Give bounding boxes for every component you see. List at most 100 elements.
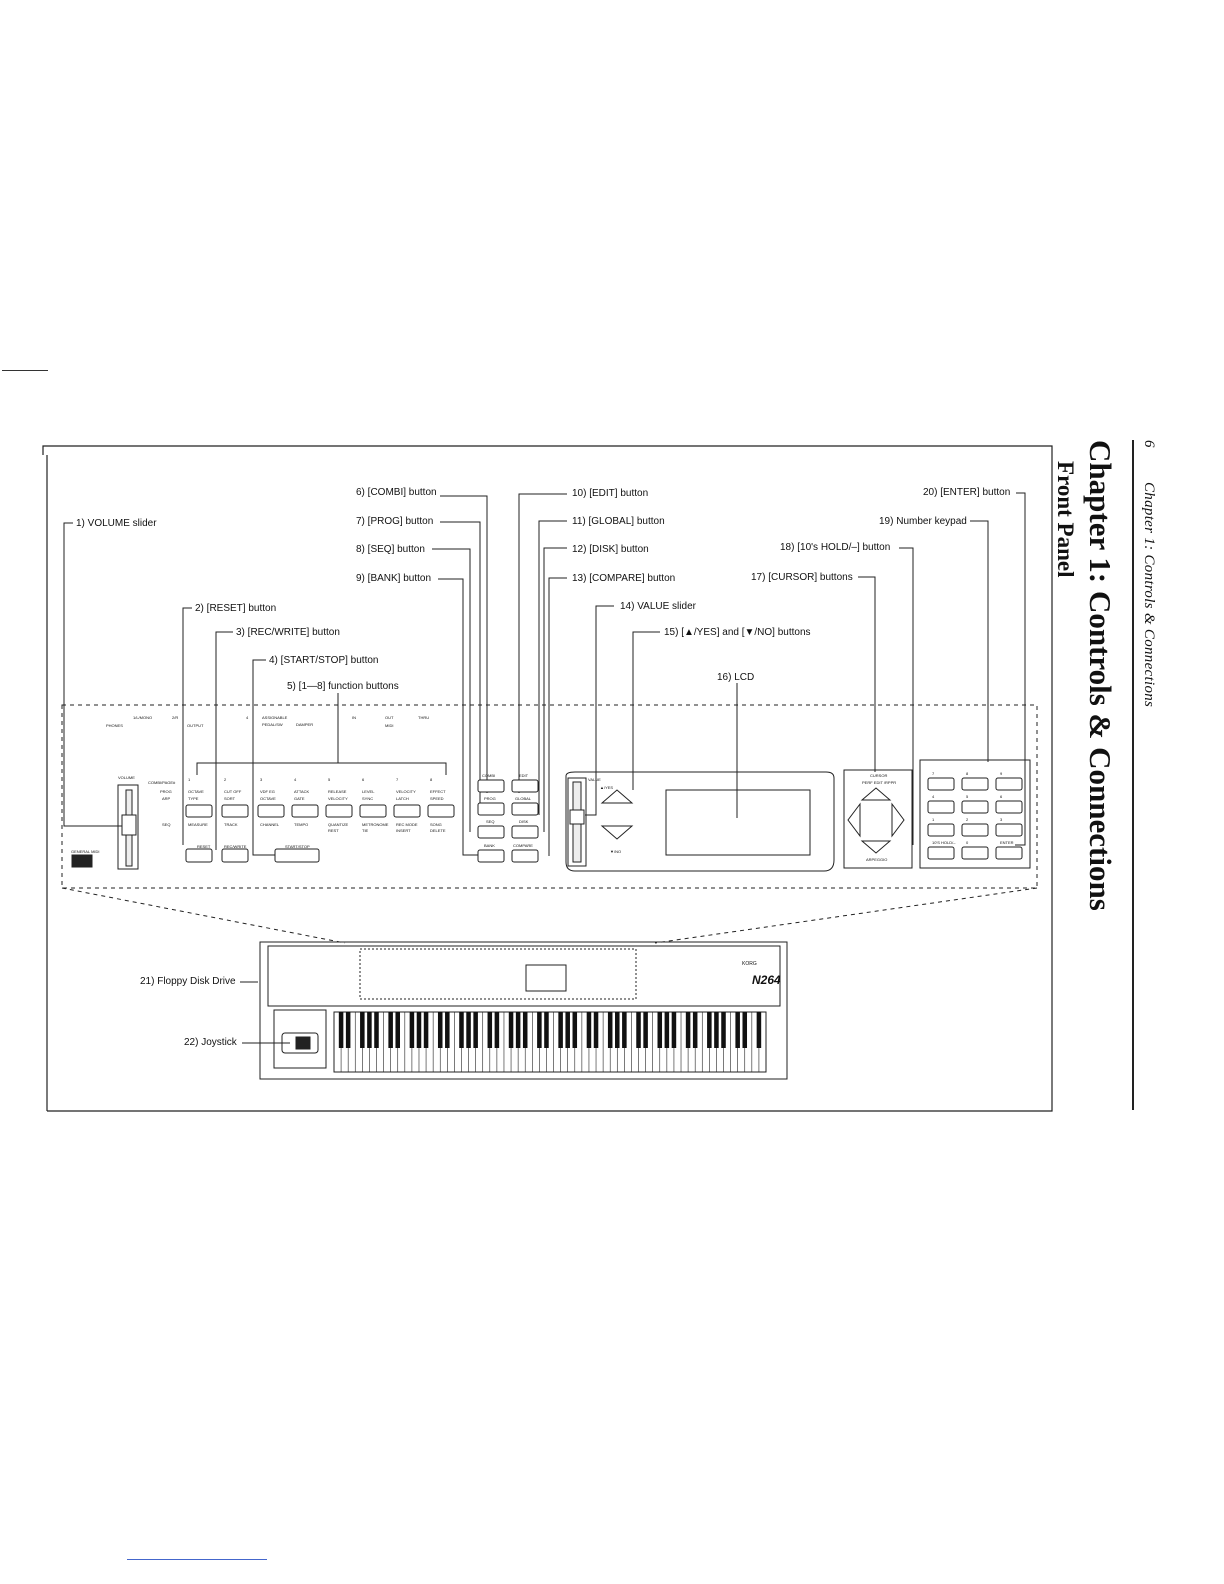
black-key — [494, 1012, 500, 1048]
black-key — [636, 1012, 641, 1048]
mode-label-arp: ARP — [162, 796, 171, 801]
rear-label: ASSIGNABLE — [262, 715, 288, 720]
callout-15: 15) [▲/YES] and [▼/NO] buttons — [664, 627, 811, 638]
keypad-button[interactable] — [927, 846, 955, 860]
black-key — [487, 1012, 493, 1048]
keypad-button[interactable] — [995, 823, 1023, 837]
function-label: SYNC — [362, 796, 374, 801]
keypad-label: 0 — [966, 840, 969, 845]
keypad-button[interactable] — [995, 846, 1023, 860]
value-label: VALUE — [588, 777, 601, 782]
black-key — [345, 1012, 351, 1048]
keypad-button[interactable] — [995, 777, 1023, 791]
black-key — [756, 1012, 762, 1048]
function-label: 8 — [430, 777, 433, 782]
function-button-7[interactable] — [393, 804, 421, 818]
function-label: GATE — [294, 796, 305, 801]
function-label: REC MODE — [396, 822, 418, 827]
keypad-button[interactable] — [927, 800, 955, 814]
keypad-button[interactable] — [961, 800, 989, 814]
arpeggio-label: ARPEGGIO — [866, 857, 888, 862]
keypad-button[interactable] — [927, 823, 955, 837]
mode-label-combi: COMBI/PAGE# — [148, 780, 176, 785]
function-button-4[interactable] — [291, 804, 319, 818]
rear-label: IN — [352, 715, 356, 720]
no-label: ▼/NO — [610, 849, 622, 854]
rec-write-label: REC/WRITE — [224, 844, 247, 849]
callout-20: 20) [ENTER] button — [923, 487, 1011, 498]
function-label: RELEASE — [328, 789, 347, 794]
black-key — [643, 1012, 648, 1048]
global-label: GLOBAL — [515, 796, 532, 801]
function-label: VELOCITY — [396, 789, 416, 794]
black-key — [416, 1012, 422, 1048]
function-label: 7 — [396, 777, 399, 782]
callout-17: 17) [CURSOR] buttons — [751, 572, 853, 583]
black-key — [657, 1012, 663, 1048]
function-label: VELOCITY — [328, 796, 348, 801]
function-label: TRACK — [224, 822, 238, 827]
black-key — [473, 1012, 478, 1048]
rec-write-button[interactable] — [221, 848, 249, 863]
mode-label-seq: SEQ — [162, 822, 171, 827]
callout-2: 2) [RESET] button — [195, 603, 277, 614]
callout-16: 16) LCD — [717, 672, 755, 683]
keypad-button[interactable] — [927, 777, 955, 791]
start-stop-button[interactable] — [274, 848, 320, 863]
black-key — [537, 1012, 542, 1048]
keypad-button[interactable] — [961, 777, 989, 791]
black-key — [409, 1012, 415, 1048]
black-key — [515, 1012, 521, 1048]
function-label: CUT OFF — [224, 789, 242, 794]
black-key — [742, 1012, 748, 1048]
reset-label: RESET — [197, 844, 211, 849]
callout-5: 5) [1—8] function buttons — [287, 681, 399, 692]
black-key — [664, 1012, 670, 1048]
black-key — [395, 1012, 401, 1048]
black-key — [367, 1012, 372, 1048]
black-key — [508, 1012, 514, 1048]
callout-12: 12) [DISK] button — [572, 544, 649, 555]
keypad-label: 3 — [1000, 817, 1003, 822]
start-stop-label: START/STOP — [285, 844, 310, 849]
cursor-label: CURSOR — [870, 773, 888, 778]
keypad-button[interactable] — [961, 846, 989, 860]
keypad-label: 5 — [966, 794, 969, 799]
function-button-3[interactable] — [257, 804, 285, 818]
function-label: OCTAVE — [260, 796, 276, 801]
function-button-8[interactable] — [427, 804, 455, 818]
bank-label: BANK — [484, 843, 495, 848]
keypad-button[interactable] — [995, 800, 1023, 814]
keypad-label: 9 — [1000, 771, 1003, 776]
function-button-1[interactable] — [185, 804, 213, 818]
black-key — [360, 1012, 365, 1048]
black-key — [558, 1012, 563, 1048]
callout-9: 9) [BANK] button — [356, 573, 432, 584]
callout-10: 10) [EDIT] button — [572, 488, 649, 499]
black-key — [374, 1012, 379, 1048]
function-label: 6 — [362, 777, 365, 782]
keypad-label: 2 — [966, 817, 969, 822]
rear-label: MIDI — [385, 723, 394, 728]
rear-label: THRU — [418, 715, 430, 720]
reset-button[interactable] — [185, 848, 213, 863]
callout-4: 4) [START/STOP] button — [269, 655, 379, 666]
function-button-5[interactable] — [325, 804, 353, 818]
callout-7: 7) [PROG] button — [356, 516, 434, 527]
keypad-label: 8 — [966, 771, 969, 776]
disk-label: DISK — [519, 819, 529, 824]
keypad-button[interactable] — [961, 823, 989, 837]
function-label: CHANNEL — [260, 822, 280, 827]
rear-label: PHONES — [106, 723, 123, 728]
function-label: MEASURE — [188, 822, 208, 827]
function-button-2[interactable] — [221, 804, 249, 818]
black-key — [565, 1012, 570, 1048]
function-label: REST — [328, 828, 339, 833]
function-button-6[interactable] — [359, 804, 387, 818]
rear-label: DAMPER — [296, 722, 314, 727]
function-label: TEMPO — [294, 822, 309, 827]
black-key — [692, 1012, 698, 1048]
function-label: DELETE — [430, 828, 446, 833]
function-label: METRONOME — [362, 822, 389, 827]
